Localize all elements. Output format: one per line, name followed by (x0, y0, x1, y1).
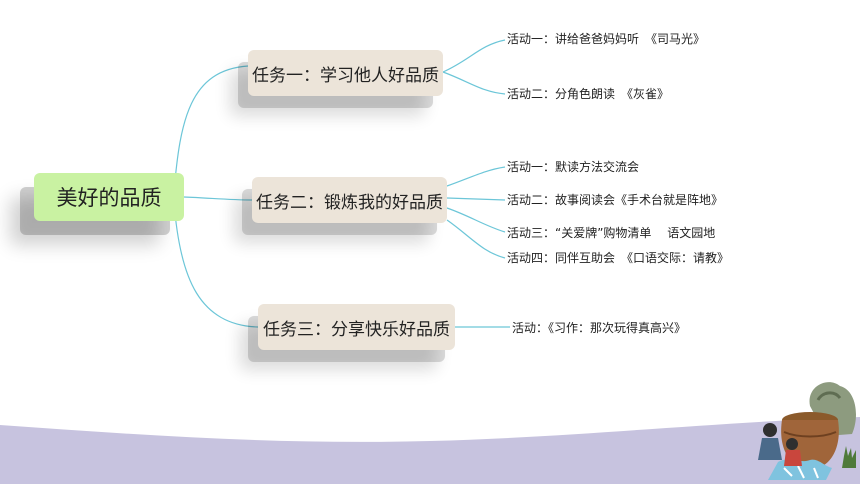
root-node: 美好的品质 (34, 173, 184, 221)
task-node-3: 任务三：分享快乐好品质 (258, 304, 455, 350)
connector-root-task3 (173, 201, 259, 328)
activity-1-1: 活动一：讲给爸爸妈妈听 《司马光》 (507, 32, 706, 46)
connector-t1-a2 (442, 71, 506, 95)
activity-2-1: 活动一：默读方法交流会 (507, 160, 640, 174)
activity-1-2: 活动二：分角色朗读 《灰雀》 (507, 87, 670, 101)
activity-2-2: 活动二：故事阅读会《手术台就是阵地》 (507, 193, 724, 207)
activity-3-1: 活动：《习作：那次玩得真高兴》 (512, 321, 687, 335)
task-node-1: 任务一：学习他人好品质 (248, 50, 443, 96)
water-vat-children-illustration-icon (758, 382, 856, 480)
task-2-label: 任务二：锻炼我的好品质 (256, 192, 443, 213)
connector-t2-a2 (446, 197, 506, 201)
task-node-2: 任务二：锻炼我的好品质 (252, 177, 447, 223)
activity-2-4: 活动四：同伴互助会 《口语交际：请教》 (507, 251, 730, 265)
task-3-label: 任务三：分享快乐好品质 (263, 319, 450, 340)
connector-t2-a1 (446, 166, 506, 187)
activity-2-3: 活动三：“关爱牌”购物清单 语文园地 (507, 226, 716, 240)
root-label: 美好的品质 (56, 186, 162, 210)
connector-t2-a3 (446, 207, 506, 233)
connector-root-task1 (173, 65, 249, 193)
task-1-label: 任务一：学习他人好品质 (252, 65, 439, 86)
connector-t1-a1 (442, 39, 506, 73)
connector-t2-a4 (446, 219, 506, 259)
connector-root-task2 (183, 196, 253, 201)
bottom-wave-band (0, 417, 860, 484)
